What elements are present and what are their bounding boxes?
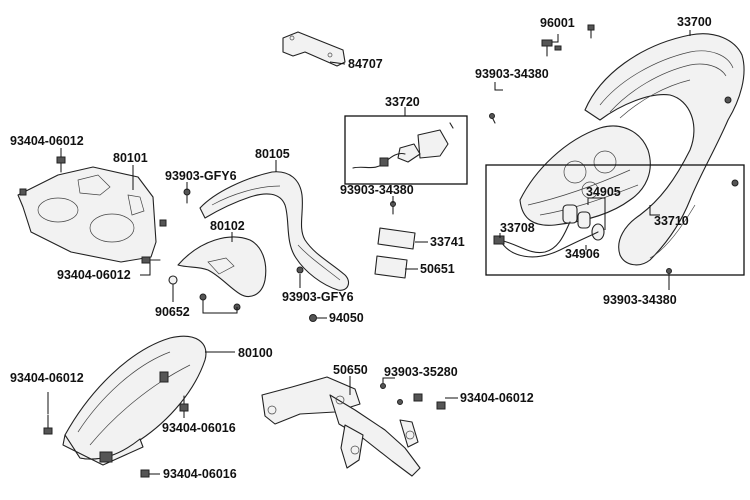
bolt-93404-06012-b-part	[141, 219, 167, 264]
label-34906: 34906	[565, 247, 600, 261]
label-93903-35280: 93903-35280	[384, 365, 458, 379]
label-34905: 34905	[586, 185, 621, 199]
screw-93903-35280-part	[380, 383, 403, 405]
label-80100: 80100	[238, 346, 273, 360]
tail-light-detail-box	[485, 164, 745, 276]
screw-93903-34380-top-part	[489, 113, 496, 124]
label-93903-gfy6-a: 93903-GFY6	[165, 169, 237, 183]
license-light-box	[344, 115, 468, 185]
clip-90652-part	[168, 275, 178, 285]
tail-light-lens-33710	[519, 125, 651, 226]
bracket-84707	[282, 31, 346, 67]
license-light-33720	[352, 122, 454, 169]
reflector-plate-50651	[374, 255, 408, 279]
nut-94050-part	[309, 314, 317, 322]
label-33720: 33720	[385, 95, 420, 109]
screw-93903-34380-bot-part	[666, 268, 672, 281]
label-93404-06012-b: 93404-06012	[57, 268, 131, 282]
label-50650: 50650	[333, 363, 368, 377]
label-93404-06016-b: 93404-06016	[163, 467, 237, 481]
screw-93903-34380-mid-part	[390, 201, 396, 215]
leader-lines	[47, 30, 691, 475]
label-80101: 80101	[113, 151, 148, 165]
under-panel-80101	[17, 166, 157, 263]
label-93903-34380-mid: 93903-34380	[340, 183, 414, 197]
screw-right-edge	[724, 96, 739, 187]
bolt-93404-06012-a-part	[56, 156, 66, 173]
bolt-93404-06012-c-part	[43, 414, 53, 435]
label-33710: 33710	[654, 214, 689, 228]
label-80105: 80105	[255, 147, 290, 161]
screw-gfy6-b-part	[296, 266, 304, 274]
screw-96001	[541, 39, 562, 57]
screw-gfy6-a-part	[183, 188, 191, 204]
label-33741: 33741	[430, 235, 465, 249]
label-90652: 90652	[155, 305, 190, 319]
wire-harness-33708	[493, 221, 599, 258]
rear-bracket-50650	[261, 376, 421, 477]
label-93404-06012-c: 93404-06012	[10, 371, 84, 385]
reflector-plate-33741	[377, 227, 416, 250]
label-84707: 84707	[348, 57, 383, 71]
label-33700: 33700	[677, 15, 712, 29]
tail-light-housing-33700	[584, 33, 745, 266]
label-33708: 33708	[500, 221, 535, 235]
label-93404-06012-d: 93404-06012	[460, 391, 534, 405]
inner-flap-80102	[177, 236, 267, 311]
label-93903-34380-top: 93903-34380	[475, 67, 549, 81]
label-93404-06016-a: 93404-06016	[162, 421, 236, 435]
bolt-93404-06012-d-part	[413, 393, 446, 410]
label-96001: 96001	[540, 16, 575, 30]
bolt-small-top-right	[587, 24, 595, 39]
label-50651: 50651	[420, 262, 455, 276]
label-94050: 94050	[329, 311, 364, 325]
label-93903-34380-bot: 93903-34380	[603, 293, 677, 307]
label-93404-06012-a: 93404-06012	[10, 134, 84, 148]
rear-stay-80105	[199, 171, 350, 291]
bolt-93404-06016-b-part	[140, 469, 150, 478]
rear-fender-80100	[62, 335, 207, 466]
label-80102: 80102	[210, 219, 245, 233]
label-93903-gfy6-b: 93903-GFY6	[282, 290, 354, 304]
part-number-labels: 96001 33700 84707 93903-34380 33720 9340…	[10, 15, 712, 481]
